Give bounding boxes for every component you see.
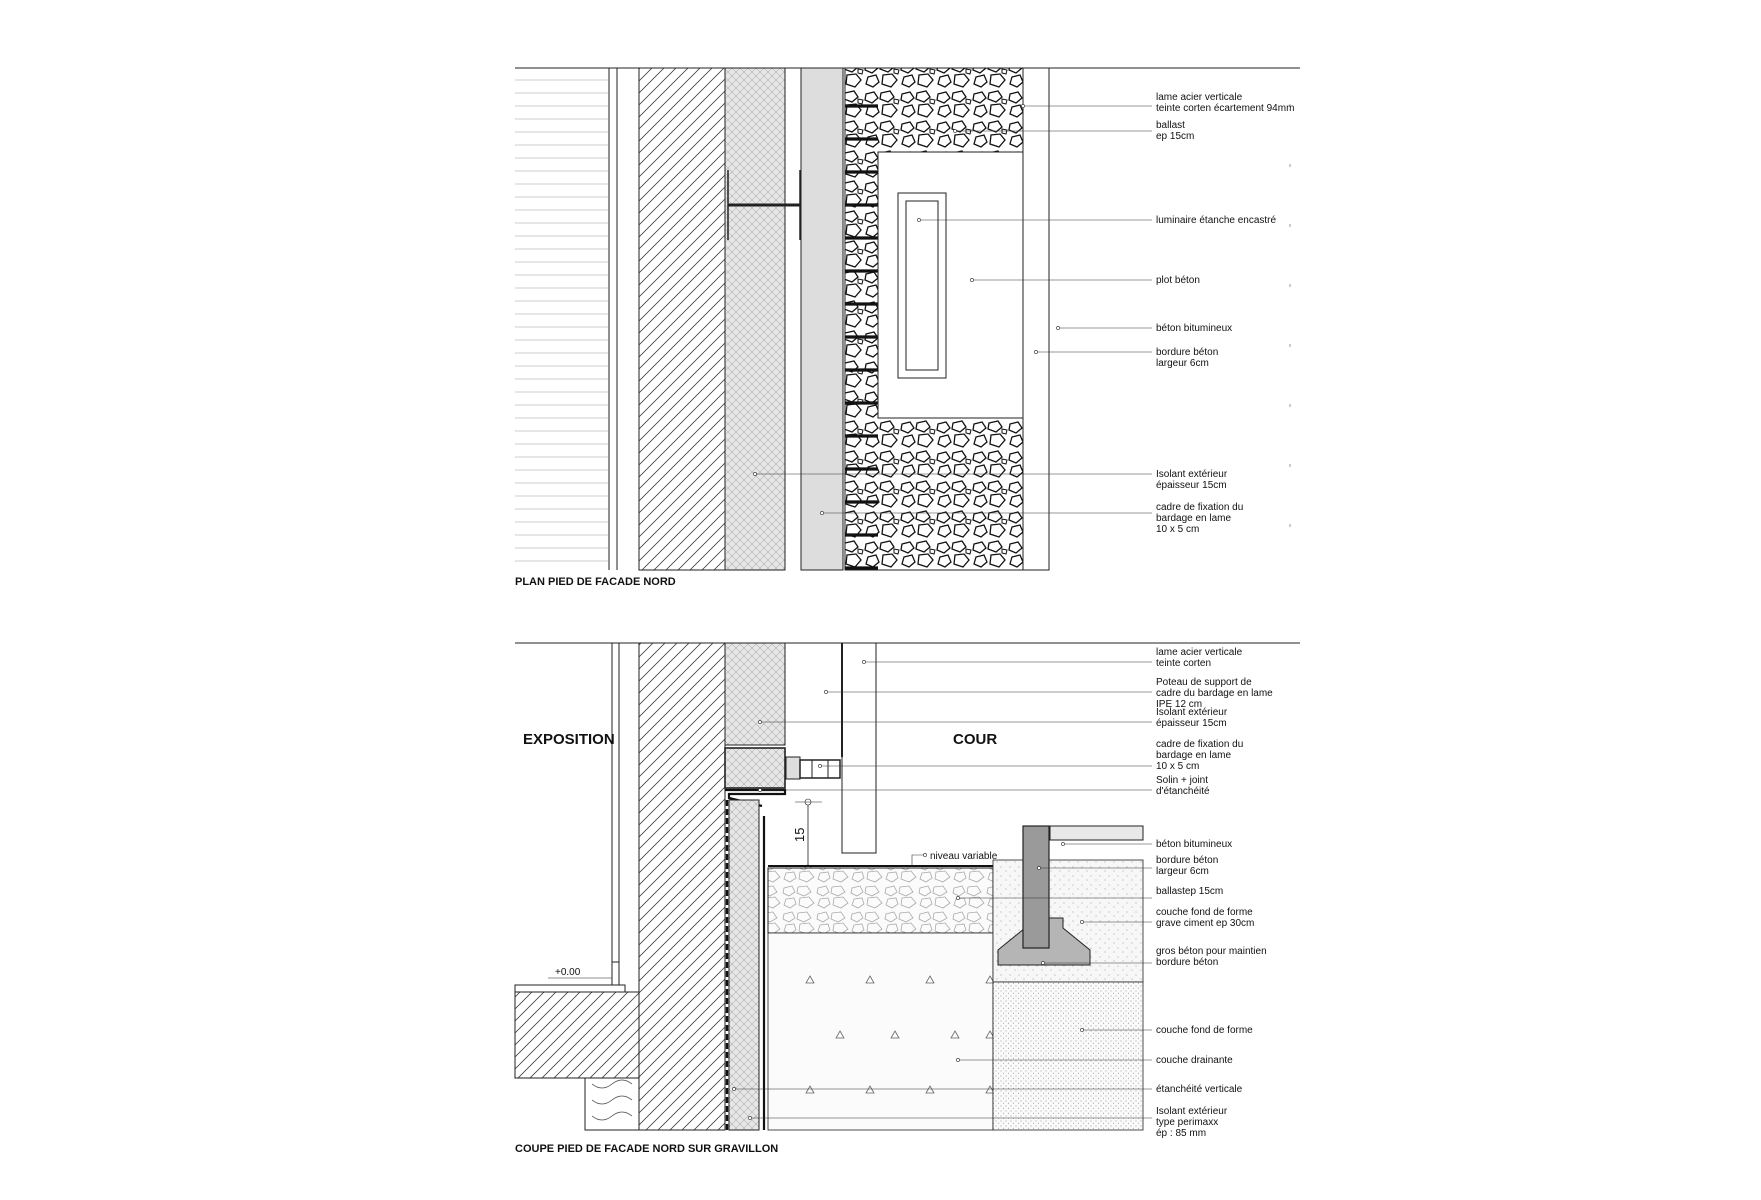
plan-label-4: béton bitumineux xyxy=(1156,323,1232,334)
plan-cladding-frame xyxy=(800,67,844,571)
section-subgrade-lower xyxy=(992,981,1144,1131)
plan-exterior-insulation xyxy=(724,67,786,571)
plan-leaders xyxy=(753,104,1152,515)
dim-15-label: 15 xyxy=(792,828,807,842)
section-drainage-marks xyxy=(805,975,995,1094)
section-corten-blade xyxy=(841,642,877,854)
section-ipe-bracket xyxy=(785,756,841,780)
section-label-5: béton bitumineux xyxy=(1156,839,1232,850)
section-label-11: couche drainante xyxy=(1156,1055,1233,1066)
plan-corten-blades xyxy=(845,104,878,570)
plan-concrete-wall xyxy=(638,67,726,571)
section-exterior-insulation xyxy=(724,642,786,746)
room-cour: COUR xyxy=(953,731,997,748)
section-underslab-insulation xyxy=(584,1077,640,1131)
section-floor-finish xyxy=(514,984,626,993)
plan-recessed-luminaire xyxy=(897,192,947,379)
section-variable-level: niveau variable xyxy=(911,851,998,866)
section-leaders xyxy=(732,660,1152,1120)
section-label-10: couche fond de forme xyxy=(1156,1025,1253,1036)
section-perimaxx-insulation xyxy=(728,799,760,1131)
section-label-7: ballastep 15cm xyxy=(1156,886,1223,897)
section-bitumen-layer xyxy=(1049,825,1144,841)
svg-text:+0.00: +0.00 xyxy=(555,967,581,978)
section-ballast xyxy=(767,867,994,934)
section-level-marker: +0.00 xyxy=(548,967,612,979)
svg-text:niveau variable: niveau variable xyxy=(930,851,998,862)
plan-concrete-curb xyxy=(1022,67,1050,571)
plan-title: PLAN PIED DE FACADE NORD xyxy=(515,576,676,588)
section-drainage-layer xyxy=(767,932,994,1131)
room-exposition: EXPOSITION xyxy=(523,731,615,748)
section-fixing-frame xyxy=(724,747,786,789)
plan-interior-flooring xyxy=(515,79,608,562)
plan-ipe-post xyxy=(727,170,801,240)
section-label-12: étanchéité verticale xyxy=(1156,1084,1243,1095)
section-title: COUPE PIED DE FACADE NORD SUR GRAVILLON xyxy=(515,1143,778,1155)
plan-label-2: luminaire étanche encastré xyxy=(1156,215,1277,226)
section-concrete-curb xyxy=(1022,825,1050,949)
plan-label-3: plot béton xyxy=(1156,275,1200,286)
section-drawing: 15 +0.00 niveau variable EXPOSITION xyxy=(514,642,1300,1155)
